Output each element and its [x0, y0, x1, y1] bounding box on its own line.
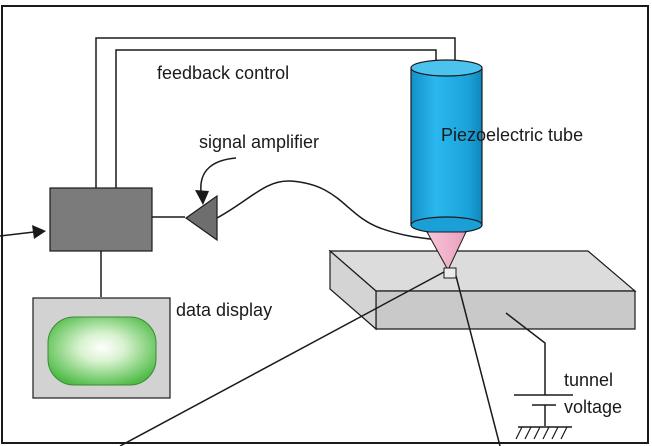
- zoom-line-left: [119, 271, 445, 446]
- feedback-wire-outer: [95, 37, 456, 188]
- piezo-tube-body: [410, 67, 483, 226]
- controller-box: [49, 187, 153, 252]
- sample-side-face: [329, 249, 377, 331]
- sample-to-source-wire: [505, 312, 546, 395]
- display-screen: [47, 316, 157, 386]
- piezo-tube-bottom: [410, 216, 483, 234]
- scan-region-marker: [443, 267, 457, 279]
- amplifier-triangle: [184, 194, 218, 242]
- amplifier-pointer-line: [200, 157, 237, 193]
- ground-symbol: [515, 426, 572, 440]
- label-signal-amplifier: signal amplifier: [199, 132, 319, 152]
- scanning-tip: [426, 231, 467, 272]
- label-data-display: data display: [176, 300, 272, 320]
- sample-front-face: [375, 290, 636, 330]
- input-arrow-head: [32, 225, 46, 239]
- piezo-tube-top: [410, 59, 483, 77]
- input-arrow-line: [0, 231, 35, 237]
- label-voltage: voltage: [564, 397, 622, 417]
- zoom-line-right: [455, 275, 501, 446]
- label-piezoelectric-tube: Piezoelectric tube: [441, 125, 583, 145]
- feedback-wire-inner: [115, 49, 437, 188]
- signal-wire: [216, 180, 441, 241]
- outer-frame: [1, 5, 649, 444]
- amplifier-pointer-head: [195, 190, 209, 205]
- label-tunnel: tunnel: [564, 370, 613, 390]
- sample-top-face: [328, 250, 637, 292]
- label-feedback-control: feedback control: [157, 63, 289, 83]
